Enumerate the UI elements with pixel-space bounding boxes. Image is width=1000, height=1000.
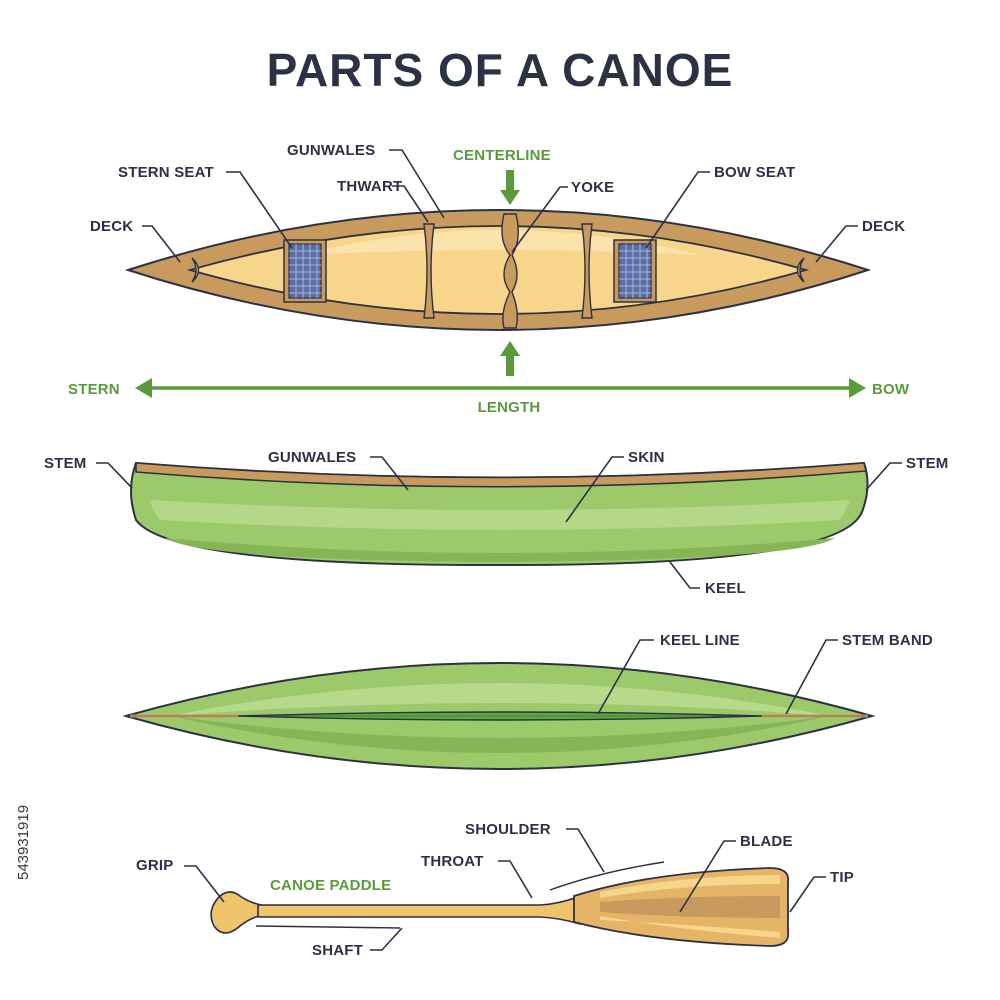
- stock-id: 543931919: [15, 805, 32, 880]
- deck-bow: [796, 257, 805, 283]
- shaft-highlight: [255, 925, 401, 929]
- paddle-grip: [210, 891, 263, 934]
- bottom-view-canoe: [122, 662, 876, 770]
- label-thwart: THWART: [337, 178, 402, 195]
- side-hull-shade: [165, 538, 835, 562]
- label-stem-left: STEM: [44, 455, 86, 472]
- side-hull-highlight: [150, 500, 850, 530]
- bow-seat: [613, 239, 657, 303]
- label-deck-stern: DECK: [90, 218, 133, 235]
- label-grip: GRIP: [136, 857, 173, 874]
- yoke: [501, 213, 519, 329]
- page-title: PARTS OF A CANOE: [267, 44, 734, 96]
- label-shoulder: SHOULDER: [465, 821, 551, 838]
- top-hull-highlight: [300, 230, 700, 255]
- thwart-stern: [423, 223, 435, 319]
- label-canoe-paddle: CANOE PADDLE: [270, 877, 391, 894]
- label-centerline: CENTERLINE: [453, 147, 551, 164]
- label-gunwales-top: GUNWALES: [287, 142, 375, 159]
- label-stern: STERN: [68, 381, 120, 398]
- label-gunwales-side: GUNWALES: [268, 449, 356, 466]
- label-shaft: SHAFT: [312, 942, 363, 959]
- label-stern-seat: STERN SEAT: [118, 164, 214, 181]
- label-blade: BLADE: [740, 833, 793, 850]
- thwart-bow: [581, 223, 593, 319]
- canoe-paddle: [210, 861, 790, 947]
- label-bow: BOW: [872, 381, 910, 398]
- length-arrow: [135, 378, 866, 398]
- label-length: LENGTH: [478, 399, 541, 416]
- label-throat: THROAT: [421, 853, 484, 870]
- label-yoke: YOKE: [571, 179, 614, 196]
- label-skin: SKIN: [628, 449, 665, 466]
- label-stem-right: STEM: [906, 455, 948, 472]
- centerline-arrow-top: [500, 170, 520, 205]
- label-tip: TIP: [830, 869, 854, 886]
- label-stem-band: STEM BAND: [842, 632, 933, 649]
- shoulder-highlight: [549, 861, 665, 891]
- side-view-canoe: [130, 461, 869, 567]
- top-view-canoe: [124, 170, 872, 376]
- label-deck-bow: DECK: [862, 218, 905, 235]
- label-bow-seat: BOW SEAT: [714, 164, 795, 181]
- stern-seat: [283, 239, 327, 303]
- label-keel-line: KEEL LINE: [660, 632, 740, 649]
- label-keel: KEEL: [705, 580, 746, 597]
- centerline-arrow-bottom: [500, 341, 520, 376]
- paddle-shaft: [257, 894, 581, 926]
- bottom-hull-dark: [170, 716, 830, 753]
- side-gunwale: [135, 462, 868, 488]
- deck-stern: [191, 257, 200, 283]
- bottom-hull-light: [170, 683, 830, 716]
